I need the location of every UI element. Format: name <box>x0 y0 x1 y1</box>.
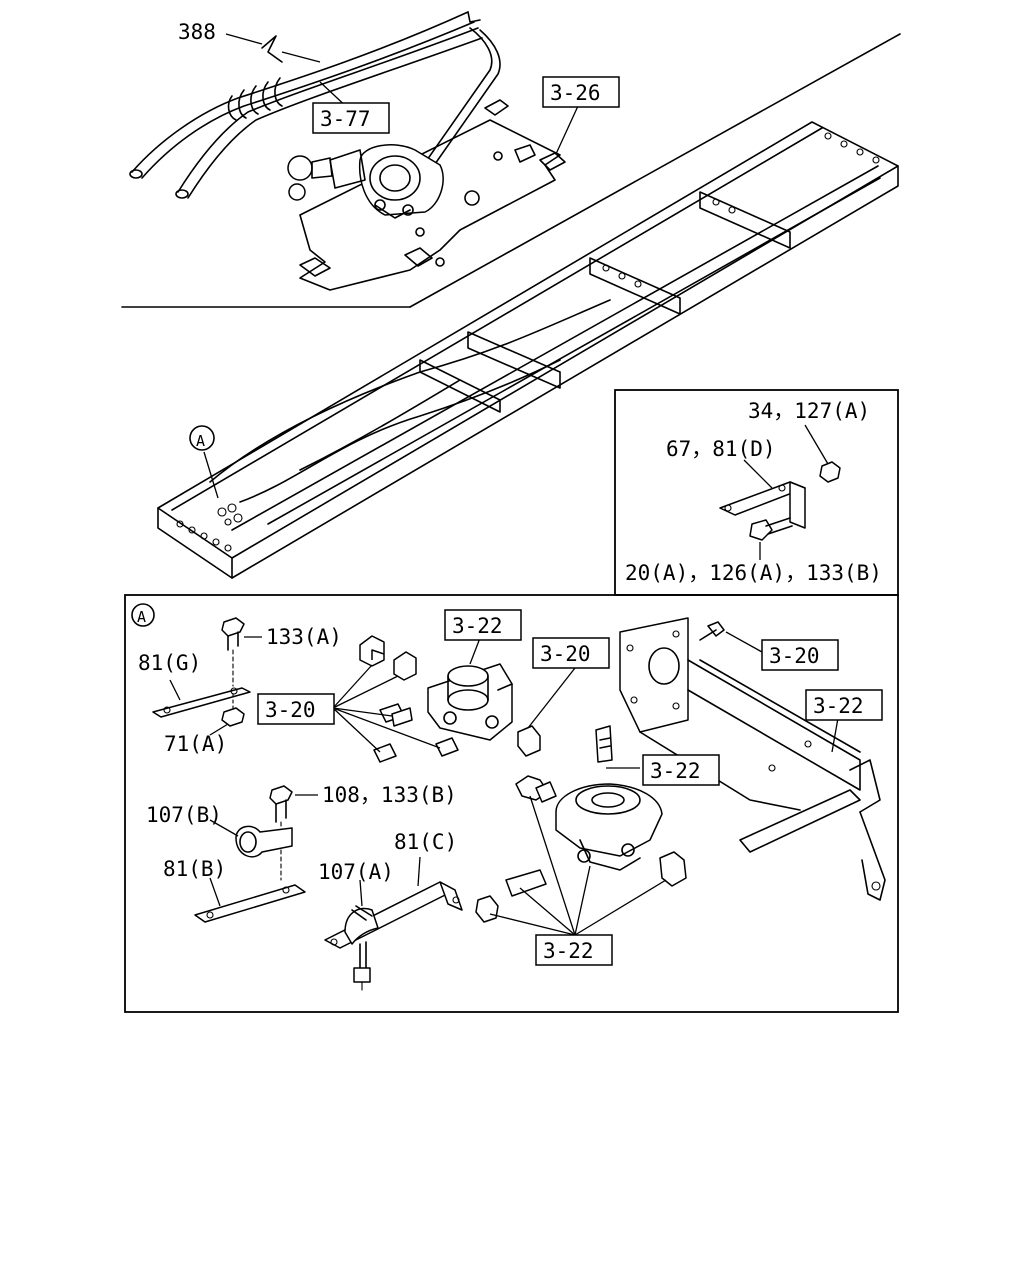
label-133a: 133(A) <box>266 625 342 649</box>
section-marker-a: A <box>137 608 146 626</box>
ref-box-3-77 <box>312 102 390 134</box>
ref-box-3-20-left <box>257 693 335 725</box>
cross-member <box>619 617 886 901</box>
plate-81G <box>152 617 251 727</box>
ref-3-22-bottom: 3-22 <box>543 939 594 963</box>
ref-3-77: 3-77 <box>320 107 371 131</box>
label-81c: 81(C) <box>394 830 457 854</box>
label-20a-126a-133b: 20(A)，126(A)，133(B) <box>625 561 882 585</box>
ref-box-3-22-right <box>805 689 883 721</box>
ref-box-3-20-right <box>761 639 839 671</box>
bracket-81C <box>324 881 463 991</box>
ref-3-20-left: 3-20 <box>265 698 316 722</box>
ref-3-20-center: 3-20 <box>540 642 591 666</box>
ref-3-22-mid: 3-22 <box>650 759 701 783</box>
ref-box-3-20-center <box>532 637 610 669</box>
label-107a: 107(A) <box>318 860 394 884</box>
relay-valve <box>427 663 513 741</box>
ref-3-22-valve: 3-22 <box>452 614 503 638</box>
relay-valve-top <box>287 144 444 219</box>
hose-assembly <box>129 11 501 199</box>
ref-box-3-26 <box>542 76 620 108</box>
label-107b: 107(B) <box>146 803 222 827</box>
bracket-81D <box>719 461 841 541</box>
label-67-81d: 67，81(D) <box>666 437 776 461</box>
ref-box-3-22-mid <box>642 754 720 786</box>
label-34-127a: 34，127(A) <box>748 399 870 423</box>
label-388: 388 <box>178 20 216 44</box>
ref-3-20-right: 3-20 <box>769 644 820 668</box>
relay-valve-lower <box>475 725 687 923</box>
detail-marker-a: A <box>196 432 205 450</box>
ref-box-3-22-bottom <box>535 934 613 966</box>
chassis-frame <box>121 33 901 579</box>
fittings-3-20 <box>359 635 541 763</box>
ref-3-22-right: 3-22 <box>813 694 864 718</box>
label-81b: 81(B) <box>163 857 226 881</box>
valve-bracket-top <box>299 99 566 291</box>
plate-81B <box>194 785 306 923</box>
label-81g: 81(G) <box>138 651 201 675</box>
label-71a: 71(A) <box>164 732 227 756</box>
ref-box-3-22-valve <box>444 609 522 641</box>
ref-3-26: 3-26 <box>550 81 601 105</box>
label-108-133b: 108，133(B) <box>322 783 457 807</box>
